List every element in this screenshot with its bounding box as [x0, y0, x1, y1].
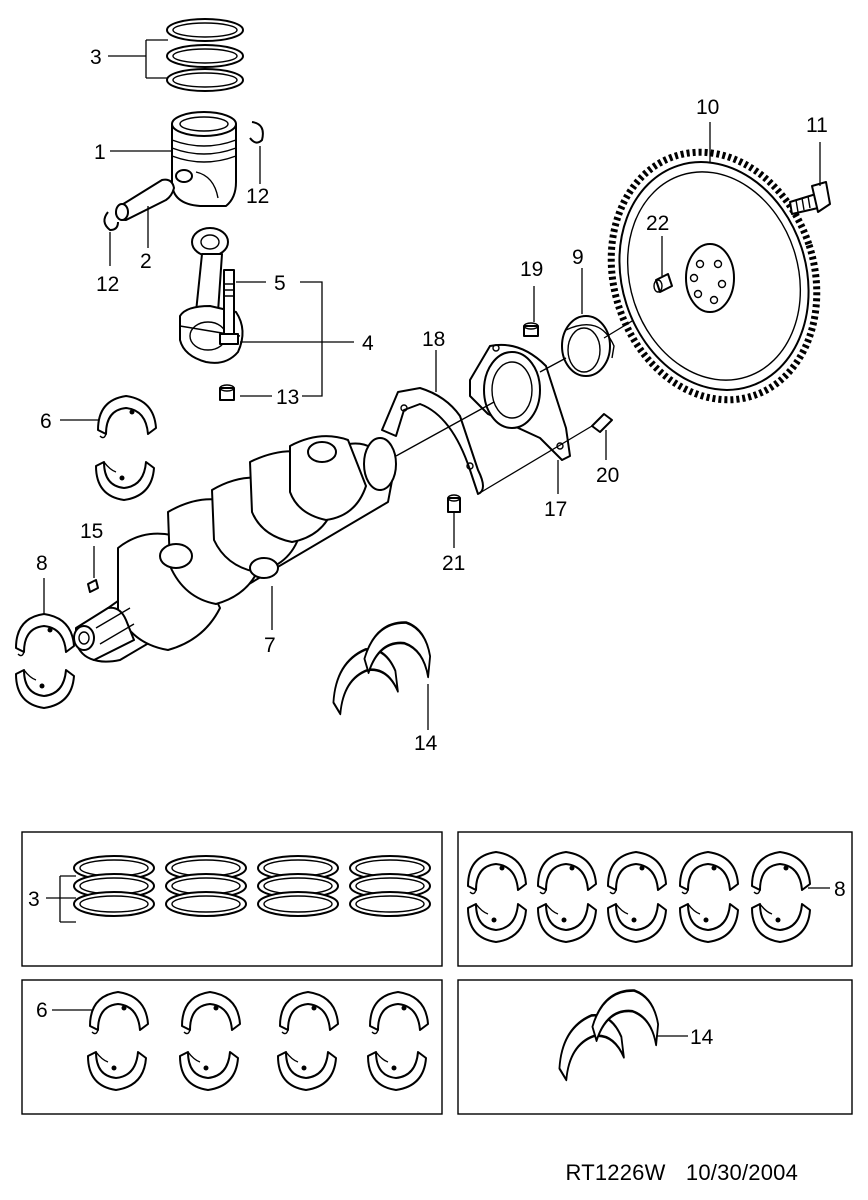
flywheel-bolt [789, 181, 831, 215]
kit-box-rod-bearings [21, 979, 443, 1115]
piston-rings [108, 18, 244, 92]
flywheel [607, 148, 821, 404]
drawing-footer: RT1226W 10/30/2004 [566, 1160, 798, 1186]
callout-14: 14 [414, 732, 438, 755]
circlip-right [249, 121, 264, 144]
callout-13: 13 [276, 386, 299, 409]
housing-bolt-side [591, 413, 613, 433]
callout-18: 18 [422, 328, 445, 351]
circlip-left [103, 211, 119, 231]
callout-10: 10 [696, 96, 719, 119]
woodruff-key [87, 579, 99, 593]
oil-seal [561, 315, 615, 377]
rod-bearing [95, 395, 157, 501]
callout-7: 7 [264, 634, 276, 657]
kit-box-main-bearings [457, 831, 853, 967]
drawing-id: RT1226W [565, 1160, 666, 1185]
callout-8: 8 [36, 552, 48, 575]
callout-1: 1 [94, 141, 106, 164]
thrust-washers [326, 613, 435, 717]
kit-callout-3: 3 [28, 888, 40, 911]
callout-20: 20 [596, 464, 619, 487]
flywheel-dowel [653, 273, 673, 293]
main-bearing [15, 613, 75, 709]
callout-22: 22 [646, 212, 669, 235]
piston-pin [115, 178, 175, 221]
callout-4: 4 [362, 332, 374, 355]
crankshaft [73, 435, 397, 663]
kit-callout-14: 14 [690, 1026, 714, 1049]
callout-21: 21 [442, 552, 465, 575]
kit-callout-6: 6 [36, 999, 48, 1022]
kit-callout-8: 8 [834, 878, 846, 901]
callout-2: 2 [140, 250, 152, 273]
rod-bolt [219, 269, 239, 345]
callout-12-right: 12 [246, 185, 269, 208]
callout-17: 17 [544, 498, 567, 521]
piston [171, 111, 237, 207]
callout-6: 6 [40, 410, 52, 433]
callout-19: 19 [520, 258, 543, 281]
callout-15: 15 [80, 520, 103, 543]
housing-bolt-top [523, 322, 539, 337]
rod-nut [219, 384, 235, 401]
kit-box-piston-rings [21, 831, 443, 967]
callout-3: 3 [90, 46, 102, 69]
callout-5: 5 [274, 272, 286, 295]
kit-box-thrust-washers [457, 979, 853, 1115]
dowel-pin [447, 494, 461, 513]
callout-12-left: 12 [96, 273, 119, 296]
rear-seal-gasket [381, 387, 484, 495]
callout-11: 11 [806, 114, 828, 137]
seal-housing [469, 343, 571, 461]
drawing-date: 10/30/2004 [685, 1160, 798, 1185]
callout-9: 9 [572, 246, 584, 269]
